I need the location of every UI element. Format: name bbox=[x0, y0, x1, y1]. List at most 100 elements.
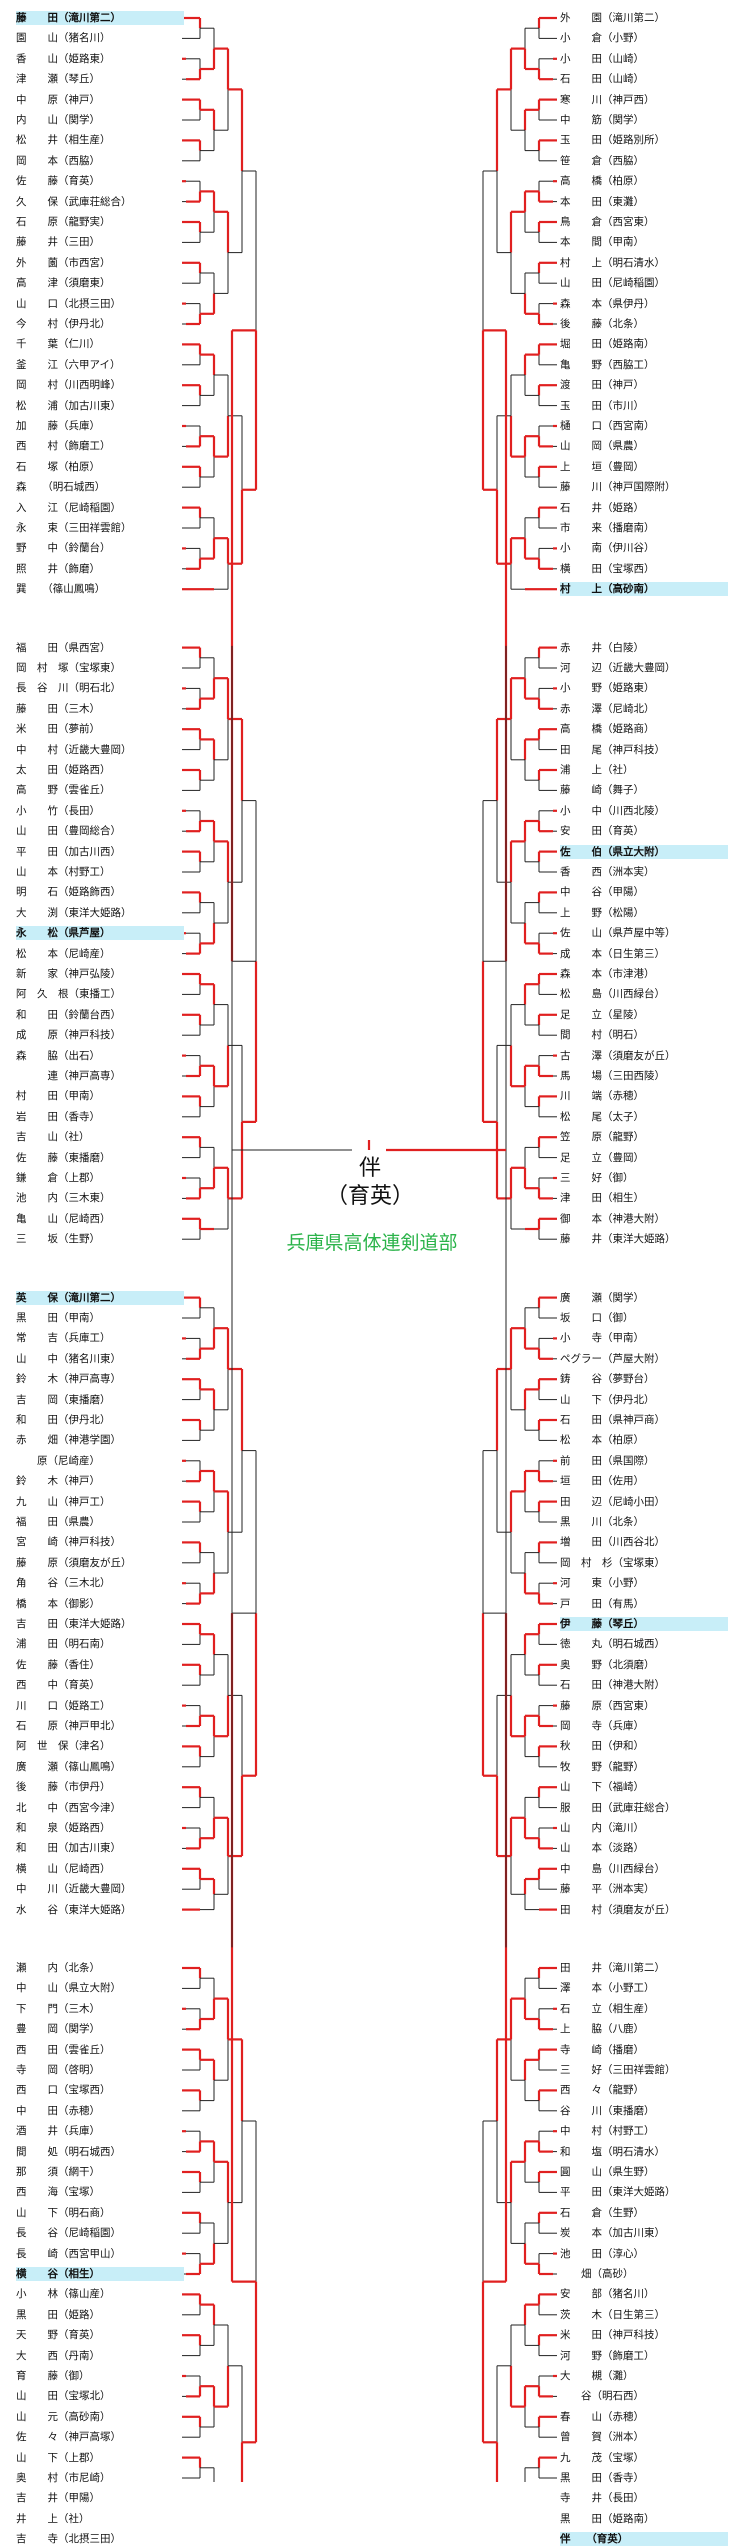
left-entry: 岡 村（川西明峰） bbox=[16, 379, 121, 392]
left-entry: 山 下（上郡） bbox=[16, 2451, 100, 2464]
left-entry: 水 谷（東洋大姫路） bbox=[16, 1903, 132, 1916]
left-entry: 山 中（猪名川東） bbox=[16, 1352, 121, 1365]
right-entry: 石 田（県神戸商） bbox=[560, 1414, 665, 1426]
right-entry: 三 好（三田祥雲館） bbox=[560, 2064, 676, 2076]
left-entry: 山 本（村野工） bbox=[16, 866, 111, 878]
right-entry: 石 田（神港大附） bbox=[560, 1679, 665, 1692]
right-entry: ペグラー（芦屋大附） bbox=[560, 1352, 665, 1365]
right-entry: 畑（高砂） bbox=[560, 2268, 634, 2280]
left-entry: 間 処（明石城西） bbox=[16, 2145, 121, 2158]
left-entry: 高 野（雲雀丘） bbox=[16, 784, 111, 797]
left-entry: 大 渕（東洋大姫路） bbox=[16, 906, 132, 919]
right-entry: 小 田（山崎） bbox=[560, 52, 644, 65]
right-entry: 岡 村 杉（宝塚東） bbox=[560, 1556, 665, 1569]
right-entry: 黒 田（香寺） bbox=[560, 2472, 644, 2484]
left-entry: 藤 井（三田） bbox=[16, 236, 100, 249]
right-entry: 成 本（日生第三） bbox=[560, 947, 665, 960]
right-entry: 奥 野（北須磨） bbox=[560, 1658, 655, 1671]
left-entry: 育 藤（御） bbox=[16, 2370, 90, 2382]
right-entry: 藤 川（神戸国際附） bbox=[560, 481, 676, 494]
right-entry: 河 東（小野） bbox=[560, 1577, 644, 1590]
left-entry: 阿 世 保（津名） bbox=[16, 1740, 111, 1753]
left-entry: 米 田（夢前） bbox=[16, 723, 100, 736]
left-entry: 松 本（尼崎産） bbox=[16, 947, 111, 960]
left-entry: 津 瀬（琴丘） bbox=[16, 73, 100, 86]
left-entry: 佐 々（神戸高塚） bbox=[16, 2431, 121, 2444]
left-entry: 浦 田（明石南） bbox=[16, 1638, 111, 1651]
right-entry: 西 々（龍野） bbox=[560, 2084, 644, 2097]
left-entry: 赤 畑（神港学園） bbox=[16, 1434, 121, 1447]
right-entry: 藤 井（東洋大姫路） bbox=[560, 1233, 676, 1246]
right-entry: 徳 丸（明石城西） bbox=[560, 1638, 665, 1651]
right-entry: 小 野（姫路東） bbox=[560, 682, 655, 695]
left-entry: 永 束（三田祥雲館） bbox=[16, 522, 132, 534]
left-entry: 英 保（滝川第二） bbox=[16, 1290, 184, 1305]
left-entry: 横 谷（相生） bbox=[16, 2267, 184, 2281]
left-entry: 吉 井（甲陽） bbox=[16, 2492, 100, 2505]
right-entry: 伴 （育英） bbox=[560, 2532, 728, 2546]
organizer-label: 兵庫県高体連剣道部 bbox=[286, 1232, 458, 1254]
left-entry: 松 浦（加古川東） bbox=[16, 399, 121, 412]
left-entry: 廣 瀬（篠山鳳鳴） bbox=[16, 1760, 121, 1773]
left-entry: 亀 山（尼崎西） bbox=[16, 1212, 111, 1225]
right-entry: 山 下（伊丹北） bbox=[560, 1393, 655, 1406]
left-entry: 照 井（飾磨） bbox=[16, 562, 100, 575]
right-entry: 赤 井（白陵） bbox=[560, 641, 644, 654]
right-entry: 佐 伯（県立大附） bbox=[560, 844, 728, 859]
right-entry: 藤 原（西宮東） bbox=[560, 1699, 655, 1712]
left-entry: 黒 田（甲南） bbox=[16, 1312, 100, 1324]
left-entry: 巽 （篠山鳳鳴） bbox=[16, 583, 106, 596]
right-entry: 曾 賀（洲本） bbox=[560, 2431, 644, 2444]
left-entry: 石 塚（柏原） bbox=[16, 460, 100, 473]
right-entry: 中 谷（甲陽） bbox=[560, 886, 644, 899]
left-entry: 山 口（北摂三田） bbox=[16, 297, 121, 310]
left-entry: 瀬 内（北条） bbox=[16, 1962, 100, 1974]
left-entry: 野 中（鈴蘭台） bbox=[16, 542, 111, 555]
right-entry: 樋 口（西宮南） bbox=[560, 420, 655, 432]
right-entry: 春 山（赤穂） bbox=[560, 2410, 644, 2423]
right-entry: 米 田（神戸科技） bbox=[560, 2329, 665, 2342]
right-entry: 上 野（松陽） bbox=[560, 906, 644, 919]
left-entry: 吉 山（社） bbox=[16, 1131, 90, 1144]
right-entry: 市 来（播磨南） bbox=[560, 522, 655, 534]
right-entry: 前 田（県国際） bbox=[560, 1454, 655, 1467]
left-entry: 山 田（豊岡総合） bbox=[16, 825, 121, 838]
left-entry: 川 口（姫路工） bbox=[16, 1699, 111, 1712]
left-entry: 明 石（姫路飾西） bbox=[16, 886, 121, 899]
right-entry: 垣 田（佐用） bbox=[560, 1475, 644, 1488]
right-entry: 佐 山（県芦屋中等） bbox=[560, 927, 676, 940]
left-entry: 福 田（県農） bbox=[16, 1516, 100, 1528]
right-entry: 服 田（武庫荘総合） bbox=[560, 1801, 676, 1814]
left-entry: 長 崎（西宮甲山） bbox=[16, 2247, 121, 2260]
left-entry: 藤 田（三木） bbox=[16, 702, 100, 715]
right-entry: 小 倉（小野） bbox=[560, 32, 644, 45]
left-entry: 西 海（宝塚） bbox=[16, 2186, 100, 2199]
left-entry: 長 谷（尼崎稲園） bbox=[16, 2227, 121, 2240]
right-entry: 笹 倉（西脇） bbox=[560, 154, 644, 167]
right-entry: 戸 田（有馬） bbox=[560, 1597, 644, 1610]
right-entry: 藤 平（洲本実） bbox=[560, 1883, 655, 1896]
right-entry: 寺 崎（播磨） bbox=[560, 2043, 644, 2056]
right-entry: 山 下（福崎） bbox=[560, 1781, 644, 1794]
right-entry: 松 島（川西緑台） bbox=[560, 988, 665, 1001]
right-entry: 森 本（県伊丹） bbox=[560, 297, 655, 310]
right-entry: 足 立（豊岡） bbox=[560, 1151, 644, 1164]
left-entry: 千 葉（仁川） bbox=[16, 338, 100, 351]
right-entry: 河 野（飾磨工） bbox=[560, 2349, 655, 2362]
left-entry: 村 田（甲南） bbox=[16, 1090, 100, 1103]
left-entry: 岩 田（香寺） bbox=[16, 1110, 100, 1123]
left-entry: 黒 田（姫路） bbox=[16, 2308, 100, 2321]
left-entry: 奥 村（市尼崎） bbox=[16, 2472, 111, 2484]
left-entry: 大 西（丹南） bbox=[16, 2349, 100, 2362]
left-entry: 小 林（篠山産） bbox=[16, 2288, 111, 2301]
left-entry: 長 谷 川（明石北） bbox=[16, 682, 121, 695]
left-entry: 池 内（三木東） bbox=[16, 1192, 111, 1205]
right-entry: 田 村（須磨友が丘） bbox=[560, 1903, 676, 1916]
right-entry: 高 橋（姫路商） bbox=[560, 723, 655, 736]
right-entry: 津 田（相生） bbox=[560, 1192, 644, 1205]
right-entry: 小 寺（甲南） bbox=[560, 1332, 644, 1345]
right-entry: 横 田（宝塚西） bbox=[560, 562, 655, 575]
left-entry: 西 中（育英） bbox=[16, 1679, 100, 1692]
right-entry: 圓 山（県生野） bbox=[560, 2166, 655, 2178]
right-entry: 安 田（育英） bbox=[560, 825, 644, 838]
